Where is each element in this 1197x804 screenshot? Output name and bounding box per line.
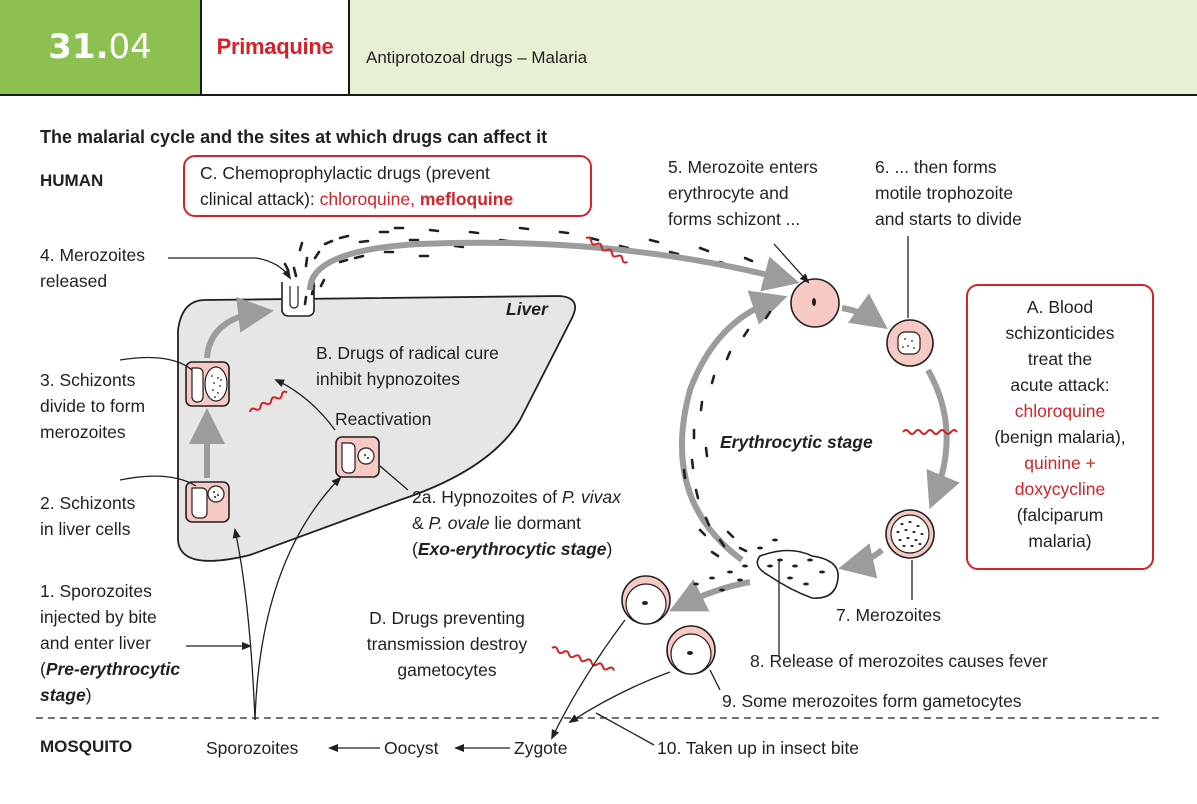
liver-cell-schizont bbox=[185, 481, 230, 523]
gametocyte-2 bbox=[666, 625, 716, 675]
step2a-text: 2a. Hypnozoites of bbox=[412, 487, 562, 507]
box-c-line1: C. Chemoprophylactic drugs (prevent bbox=[200, 163, 490, 183]
liver-shape bbox=[177, 295, 576, 562]
box-a-line4: acute attack: bbox=[1010, 375, 1110, 395]
b-line1: B. Drugs of radical cure bbox=[316, 343, 499, 363]
mosquito-oocyst: Oocyst bbox=[384, 738, 439, 758]
box-a-line6: (benign malaria), bbox=[994, 427, 1126, 447]
arrow-to-gametocyte bbox=[669, 579, 751, 612]
step1-line4: (Pre-erythrocytic bbox=[40, 656, 180, 682]
step2a-line2: & P. ovale lie dormant bbox=[412, 510, 581, 536]
step2a-amp: & bbox=[412, 513, 429, 533]
step7-label: 7. Merozoites bbox=[836, 605, 942, 625]
step8-label: 8. Release of merozoites causes fever bbox=[750, 651, 1048, 671]
gametocyte-1 bbox=[621, 575, 671, 625]
mosquito-zygote: Zygote bbox=[514, 738, 568, 758]
step2a-ovale: P. ovale bbox=[428, 513, 490, 533]
liver-cell-releasing bbox=[281, 282, 315, 317]
arrow-cycle-return bbox=[678, 290, 788, 563]
step1-line2: injected by bite bbox=[40, 607, 157, 627]
box-c-line2: clinical attack): chloroquine, mefloquin… bbox=[200, 186, 513, 212]
arrow-5-to-6 bbox=[841, 293, 888, 329]
step6-line3: and starts to divide bbox=[875, 209, 1022, 229]
step2a-dormant: lie dormant bbox=[489, 513, 581, 533]
step2a-line1: 2a. Hypnozoites of P. vivax bbox=[412, 484, 621, 510]
box-a-line3: treat the bbox=[1027, 349, 1093, 369]
step5-line1: 5. Merozoite enters bbox=[668, 157, 818, 177]
step1-line3: and enter liver bbox=[40, 633, 151, 653]
step6-line1: 6. ... then forms bbox=[875, 157, 997, 177]
rupturing-erythrocyte bbox=[756, 549, 839, 599]
arrow-to-erythrocyte bbox=[307, 239, 800, 292]
box-a-doxycycline: doxycycline bbox=[1014, 479, 1106, 499]
step1-pre-erythrocytic: Pre-erythrocytic bbox=[45, 659, 181, 679]
drug-site-squiggles bbox=[249, 236, 958, 671]
box-a-line10: malaria) bbox=[1028, 531, 1092, 551]
box-a-quinine: quinine + bbox=[1024, 453, 1096, 473]
step3-line3: merozoites bbox=[40, 422, 126, 442]
erythrocytic-stage-label: Erythrocytic stage bbox=[720, 432, 873, 452]
leader-lines bbox=[119, 236, 913, 752]
drug-mefloquine: mefloquine bbox=[419, 189, 514, 209]
step1-line5: stage) bbox=[40, 682, 92, 708]
box-a-line9: (falciparum bbox=[1016, 505, 1104, 525]
chapter-sub: 04 bbox=[108, 27, 152, 67]
merozoite-trail bbox=[682, 310, 772, 558]
arrow-7-to-rupture bbox=[838, 543, 884, 579]
drug-name: Primaquine bbox=[202, 0, 350, 94]
step2a-paren-open: ( bbox=[412, 539, 418, 559]
liver-cell-dividing bbox=[185, 361, 230, 407]
reactivation-label: Reactivation bbox=[335, 409, 432, 429]
box-c-prefix: clinical attack): bbox=[200, 189, 320, 209]
drug-chloroquine: chloroquine, bbox=[319, 189, 415, 209]
step2a-exo-stage: Exo-erythrocytic stage bbox=[417, 539, 607, 559]
step2a-line3: (Exo-erythrocytic stage) bbox=[412, 536, 612, 562]
step2-line1: 2. Schizonts bbox=[40, 493, 136, 513]
box-blood-schizonticides bbox=[966, 284, 1154, 570]
step3-line1: 3. Schizonts bbox=[40, 370, 136, 390]
step5-line2: erythrocyte and bbox=[668, 183, 789, 203]
step1-line1: 1. Sporozoites bbox=[40, 581, 152, 601]
header-subtitle: Antiprotozoal drugs – Malaria bbox=[366, 48, 588, 67]
d-line3: gametocytes bbox=[397, 660, 497, 680]
box-a-line2: schizonticides bbox=[1005, 323, 1115, 343]
step1-paren-open: ( bbox=[40, 659, 46, 679]
step2a-paren-close: ) bbox=[606, 539, 613, 559]
step9-label: 9. Some merozoites form gametocytes bbox=[722, 691, 1022, 711]
chapter-main: 31. bbox=[48, 27, 109, 67]
step2-line2: in liver cells bbox=[40, 519, 131, 539]
step10-label: 10. Taken up in insect bite bbox=[657, 738, 860, 758]
step3-line2: divide to form bbox=[40, 396, 146, 416]
step1-paren-close: ) bbox=[85, 685, 92, 705]
step5-line3: forms schizont ... bbox=[668, 209, 801, 229]
mosquito-sporozoites: Sporozoites bbox=[206, 738, 299, 758]
erythrocyte-merozoites bbox=[885, 509, 935, 559]
box-a-chloroquine: chloroquine bbox=[1014, 401, 1106, 421]
step6-line2: motile trophozoite bbox=[875, 183, 1014, 203]
step4-line1: 4. Merozoites bbox=[40, 245, 146, 265]
d-line1: D. Drugs preventing bbox=[369, 608, 525, 628]
step4-line2: released bbox=[40, 271, 108, 291]
chapter-number: 31.04 bbox=[0, 0, 202, 94]
header-bar: 31.04 Primaquine Antiprotozoal drugs – M… bbox=[0, 0, 1197, 96]
figure-title: The malarial cycle and the sites at whic… bbox=[40, 127, 548, 147]
step2a-vivax: P. vivax bbox=[561, 487, 621, 507]
box-chemoprophylactic bbox=[183, 155, 592, 217]
zone-human: HUMAN bbox=[40, 171, 104, 190]
liver-label: Liver bbox=[506, 299, 548, 319]
erythrocyte-trophozoite bbox=[886, 319, 934, 367]
released-merozoites bbox=[693, 538, 825, 592]
arrow-6-to-7 bbox=[925, 368, 960, 510]
box-a-line1: A. Blood bbox=[1026, 297, 1094, 317]
erythrocyte-schizont bbox=[790, 278, 840, 328]
step1-stage: stage bbox=[40, 685, 86, 705]
liver-cell-hypnozoite bbox=[335, 436, 380, 478]
b-line2: inhibit hypnozoites bbox=[316, 369, 460, 389]
d-line2: transmission destroy bbox=[366, 634, 528, 654]
zone-mosquito: MOSQUITO bbox=[40, 737, 133, 756]
arrow-to-release bbox=[204, 296, 274, 359]
merozoite-swarm bbox=[283, 226, 754, 306]
